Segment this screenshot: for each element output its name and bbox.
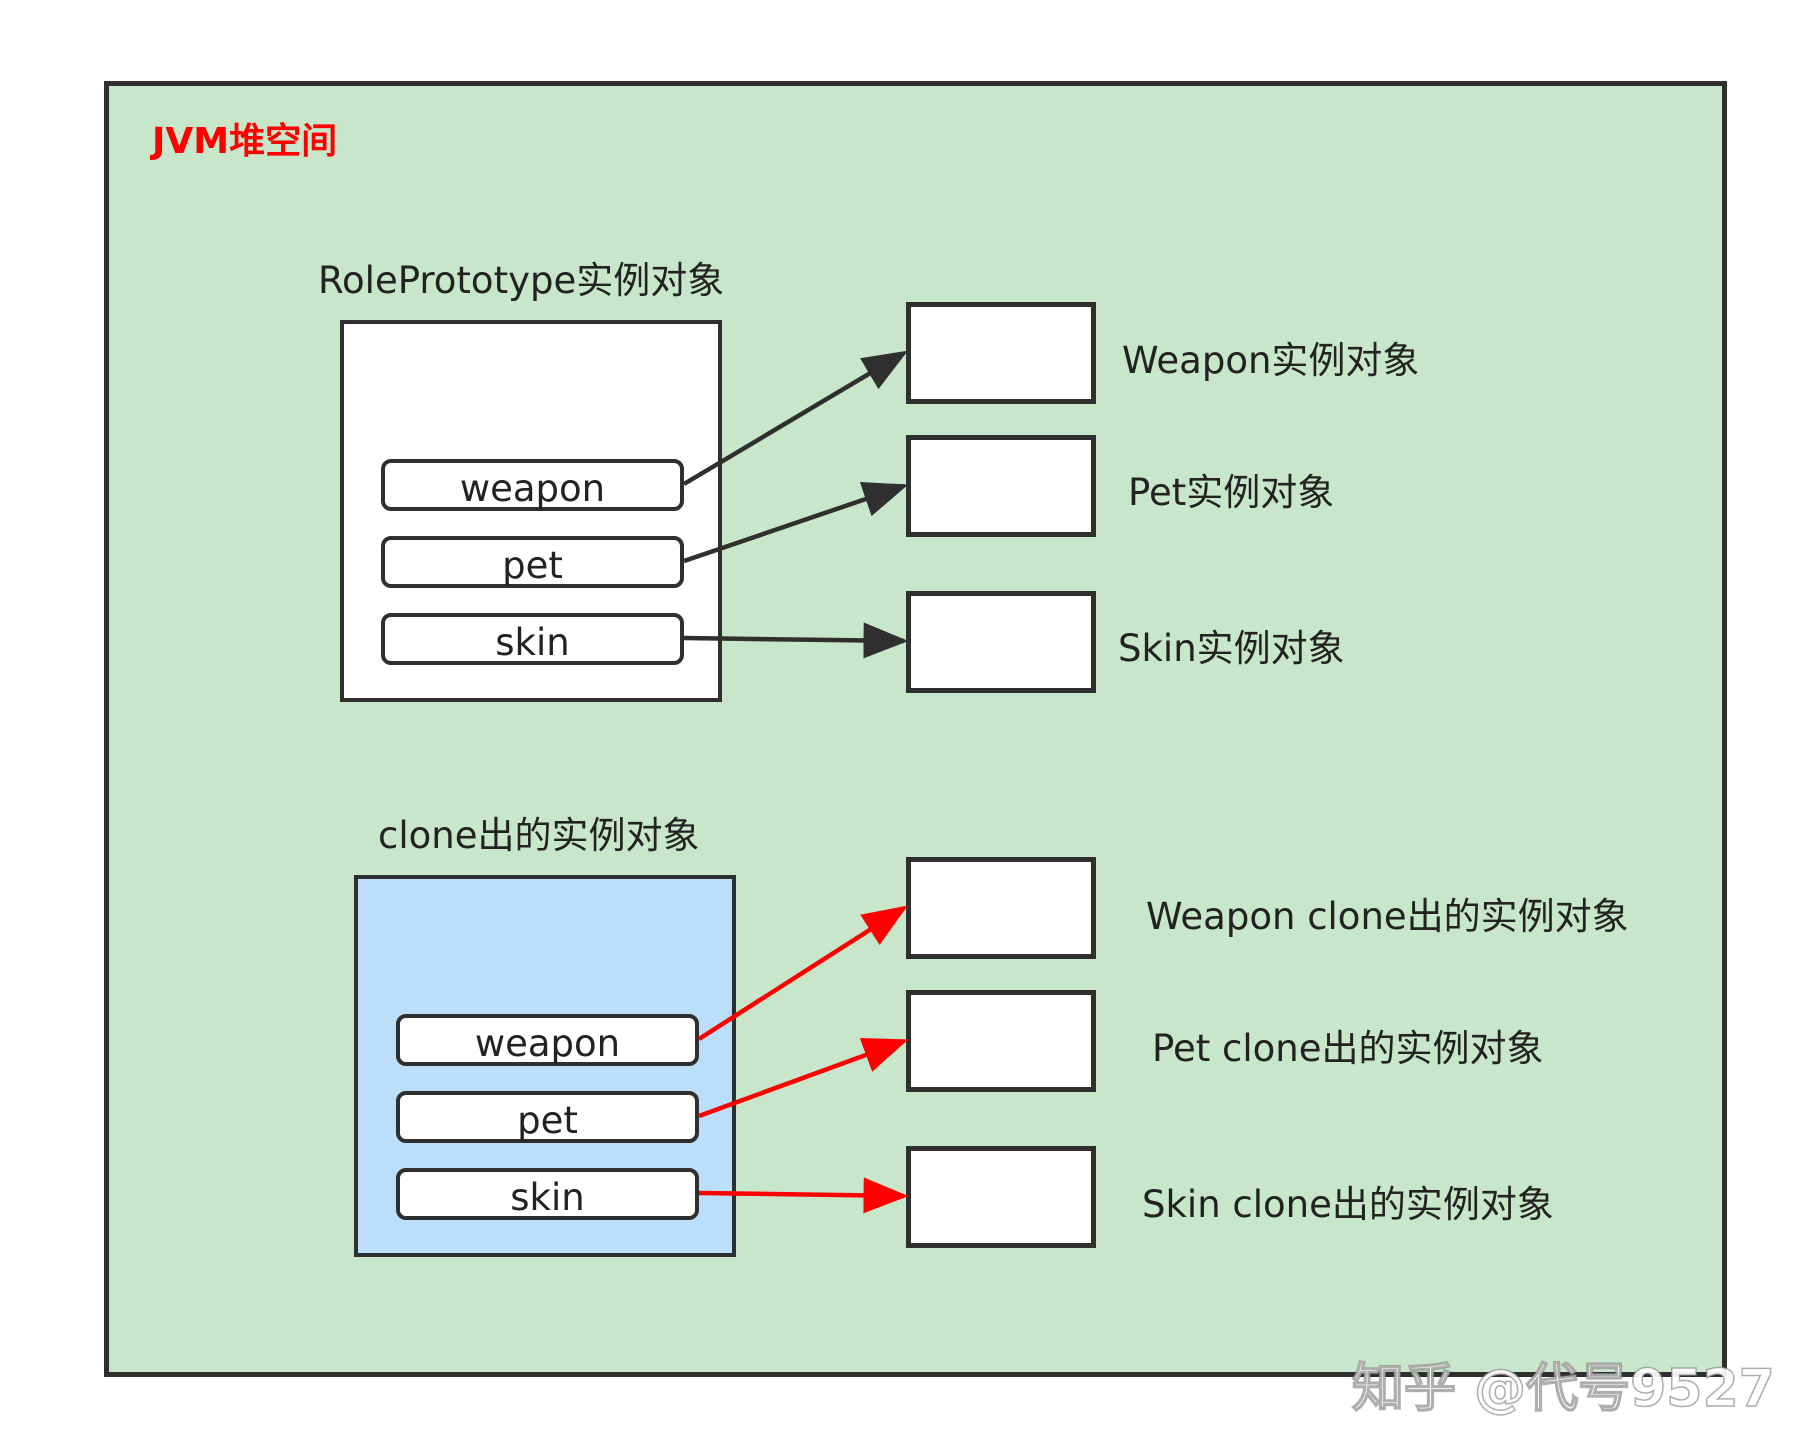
skin-instance-box [906,591,1096,693]
weapon-clone-label: Weapon clone出的实例对象 [1146,895,1629,938]
pet-clone-label: Pet clone出的实例对象 [1152,1027,1544,1070]
pet-clone-box [906,990,1096,1092]
clone-field-pet: pet [396,1091,699,1143]
heap-title: JVM堆空间 [152,121,338,162]
pet-instance-box [906,435,1096,537]
clone-field-weapon: weapon [396,1014,699,1066]
skin-instance-label: Skin实例对象 [1118,627,1345,670]
watermark: 知乎 @代号9527 [1351,1358,1775,1420]
pet-instance-label: Pet实例对象 [1128,471,1335,514]
weapon-instance-label: Weapon实例对象 [1122,339,1420,382]
skin-clone-label: Skin clone出的实例对象 [1142,1183,1554,1226]
clone-field-skin: skin [396,1168,699,1220]
weapon-instance-box [906,302,1096,404]
skin-clone-box [906,1146,1096,1248]
original-field-skin: skin [381,613,684,665]
original-field-weapon: weapon [381,459,684,511]
original-object-label: RolePrototype实例对象 [318,259,725,302]
clone-object-label: clone出的实例对象 [378,814,700,857]
weapon-clone-box [906,857,1096,959]
original-field-pet: pet [381,536,684,588]
